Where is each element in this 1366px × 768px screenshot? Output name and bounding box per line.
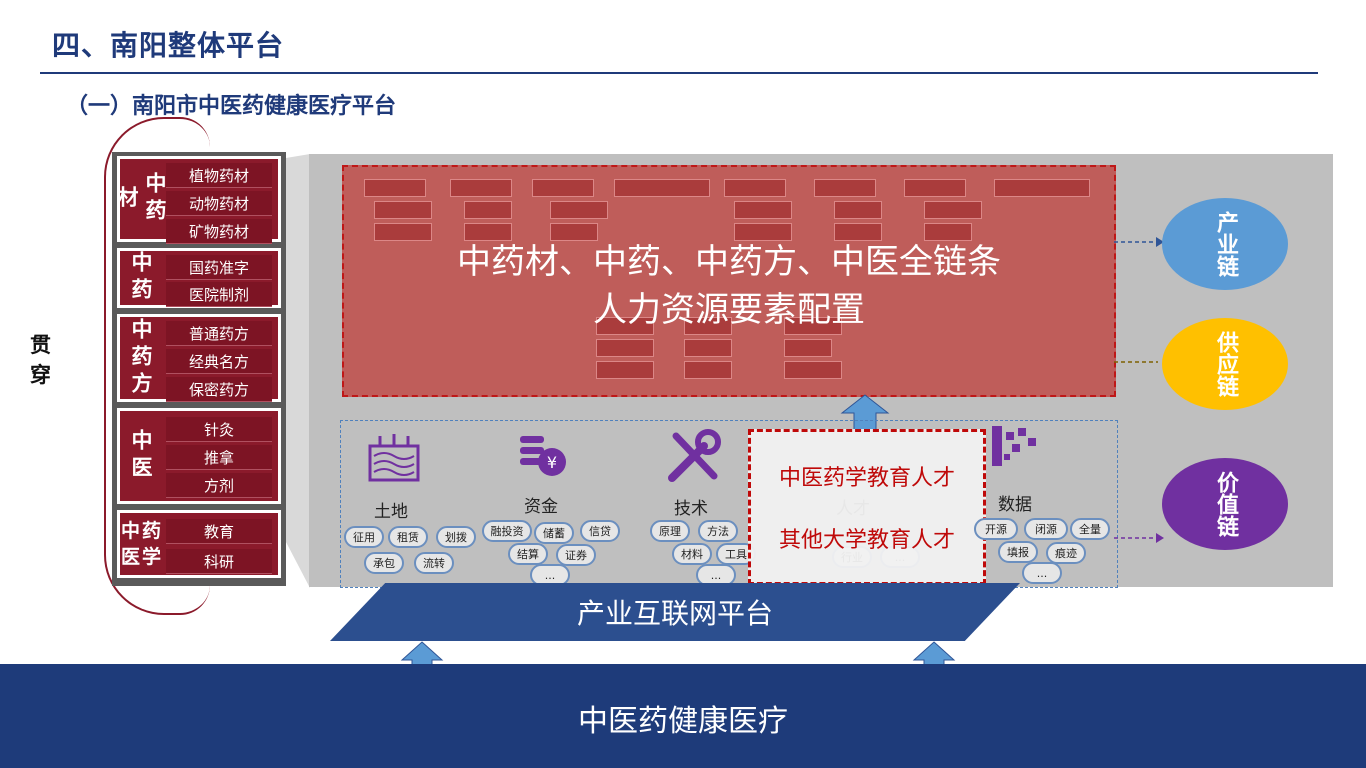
tag: 方法 — [698, 520, 738, 542]
tag: ... — [696, 564, 736, 586]
page-title: 四、南阳整体平台 — [52, 29, 285, 62]
tag: 信贷 — [580, 520, 620, 542]
tag: 征用 — [344, 526, 384, 548]
platform-label: 产业互联网平台 — [576, 597, 773, 630]
tag: 痕迹 — [1046, 542, 1086, 564]
tag: 结算 — [508, 543, 548, 565]
category-item: 植物药材 — [166, 163, 272, 188]
group-title: 中医药学 — [120, 520, 161, 568]
talent-overlay-line1: 中医药学教育人才 — [778, 466, 955, 491]
page-subtitle: （一）南阳市中医药健康医疗平台 — [66, 94, 397, 119]
money-icon: ¥ — [520, 436, 566, 476]
chain-connectors — [1114, 237, 1164, 543]
category-item: 科研 — [166, 549, 272, 574]
tag: 租赁 — [388, 526, 428, 548]
tag: ... — [530, 564, 570, 586]
chain-overlay-box — [342, 165, 1116, 397]
chain-industry: 产业链 — [1162, 198, 1288, 290]
footer-label: 中医药健康医疗 — [578, 704, 788, 739]
tools-icon — [668, 429, 721, 482]
connector-wedge — [286, 154, 310, 588]
category-item: 普通药方 — [166, 321, 272, 346]
category-item: 经典名方 — [166, 349, 272, 374]
tag: 融投资 — [482, 520, 532, 542]
tag: 承包 — [364, 552, 404, 574]
resource-label-land: 土地 — [374, 502, 408, 522]
chain-supply: 供应链 — [1162, 318, 1288, 410]
tag: 原理 — [650, 520, 690, 542]
category-item: 保密药方 — [166, 377, 272, 402]
category-group-prescriptions: 中药方 普通药方 经典名方 保密药方 — [117, 314, 281, 402]
category-item: 动物药材 — [166, 191, 272, 216]
tag: 储蓄 — [534, 522, 574, 544]
tag: 划拨 — [436, 526, 476, 548]
brace — [104, 117, 210, 615]
tag: ... — [1022, 562, 1062, 584]
tag: 闭源 — [1024, 518, 1068, 540]
category-item: 针灸 — [166, 417, 272, 442]
tag: 工具 — [716, 543, 756, 565]
category-item: 方剂 — [166, 473, 272, 498]
tag: 全量 — [1070, 518, 1110, 540]
resource-label-tech: 技术 — [674, 499, 708, 519]
resource-label-capital: 资金 — [524, 497, 558, 517]
group-title: 中医 — [129, 429, 153, 483]
chain-overlay-line2: 人力资源要素配置 — [593, 290, 865, 330]
category-group-tcm-studies: 中医药学 教育 科研 — [117, 510, 281, 578]
title-divider — [40, 72, 1318, 74]
land-icon — [368, 434, 420, 482]
chain-overlay-line1: 中药材、中药、中药方、中医全链条 — [457, 242, 1001, 282]
brace-label: 贯穿 — [30, 333, 51, 387]
category-item: 医院制剂 — [166, 282, 272, 307]
category-panel: 中药材 植物药材 动物药材 矿物药材 中药 国药准字 医院制剂 中药方 普通药方… — [112, 152, 286, 586]
talent-overlay-box: 中医药学教育人才 其他大学教育人才 — [748, 429, 986, 585]
platform-banner — [330, 583, 1020, 641]
tag: 填报 — [998, 541, 1038, 563]
svg-text:¥: ¥ — [547, 453, 557, 472]
talent-overlay-line2: 其他大学教育人才 — [778, 528, 955, 553]
group-title: 中药材 — [115, 172, 167, 226]
tag: 材料 — [672, 543, 712, 565]
category-group-medicine: 中药 国药准字 医院制剂 — [117, 248, 281, 308]
category-item: 国药准字 — [166, 255, 272, 280]
category-group-herbs: 中药材 植物药材 动物药材 矿物药材 — [115, 156, 281, 244]
chain-value: 价值链 — [1162, 458, 1288, 550]
category-group-tcm: 中医 针灸 推拿 方剂 — [117, 408, 281, 504]
data-icon — [992, 426, 1036, 466]
group-title: 中药 — [129, 251, 153, 305]
category-item: 教育 — [166, 519, 272, 544]
tag: 证券 — [556, 544, 596, 566]
category-item: 推拿 — [166, 445, 272, 470]
footer-band — [0, 664, 1366, 768]
tag: 流转 — [414, 552, 454, 574]
tag: 开源 — [974, 518, 1018, 540]
category-item: 矿物药材 — [166, 219, 272, 244]
resource-label-data: 数据 — [998, 495, 1032, 515]
group-title: 中药方 — [129, 317, 153, 399]
